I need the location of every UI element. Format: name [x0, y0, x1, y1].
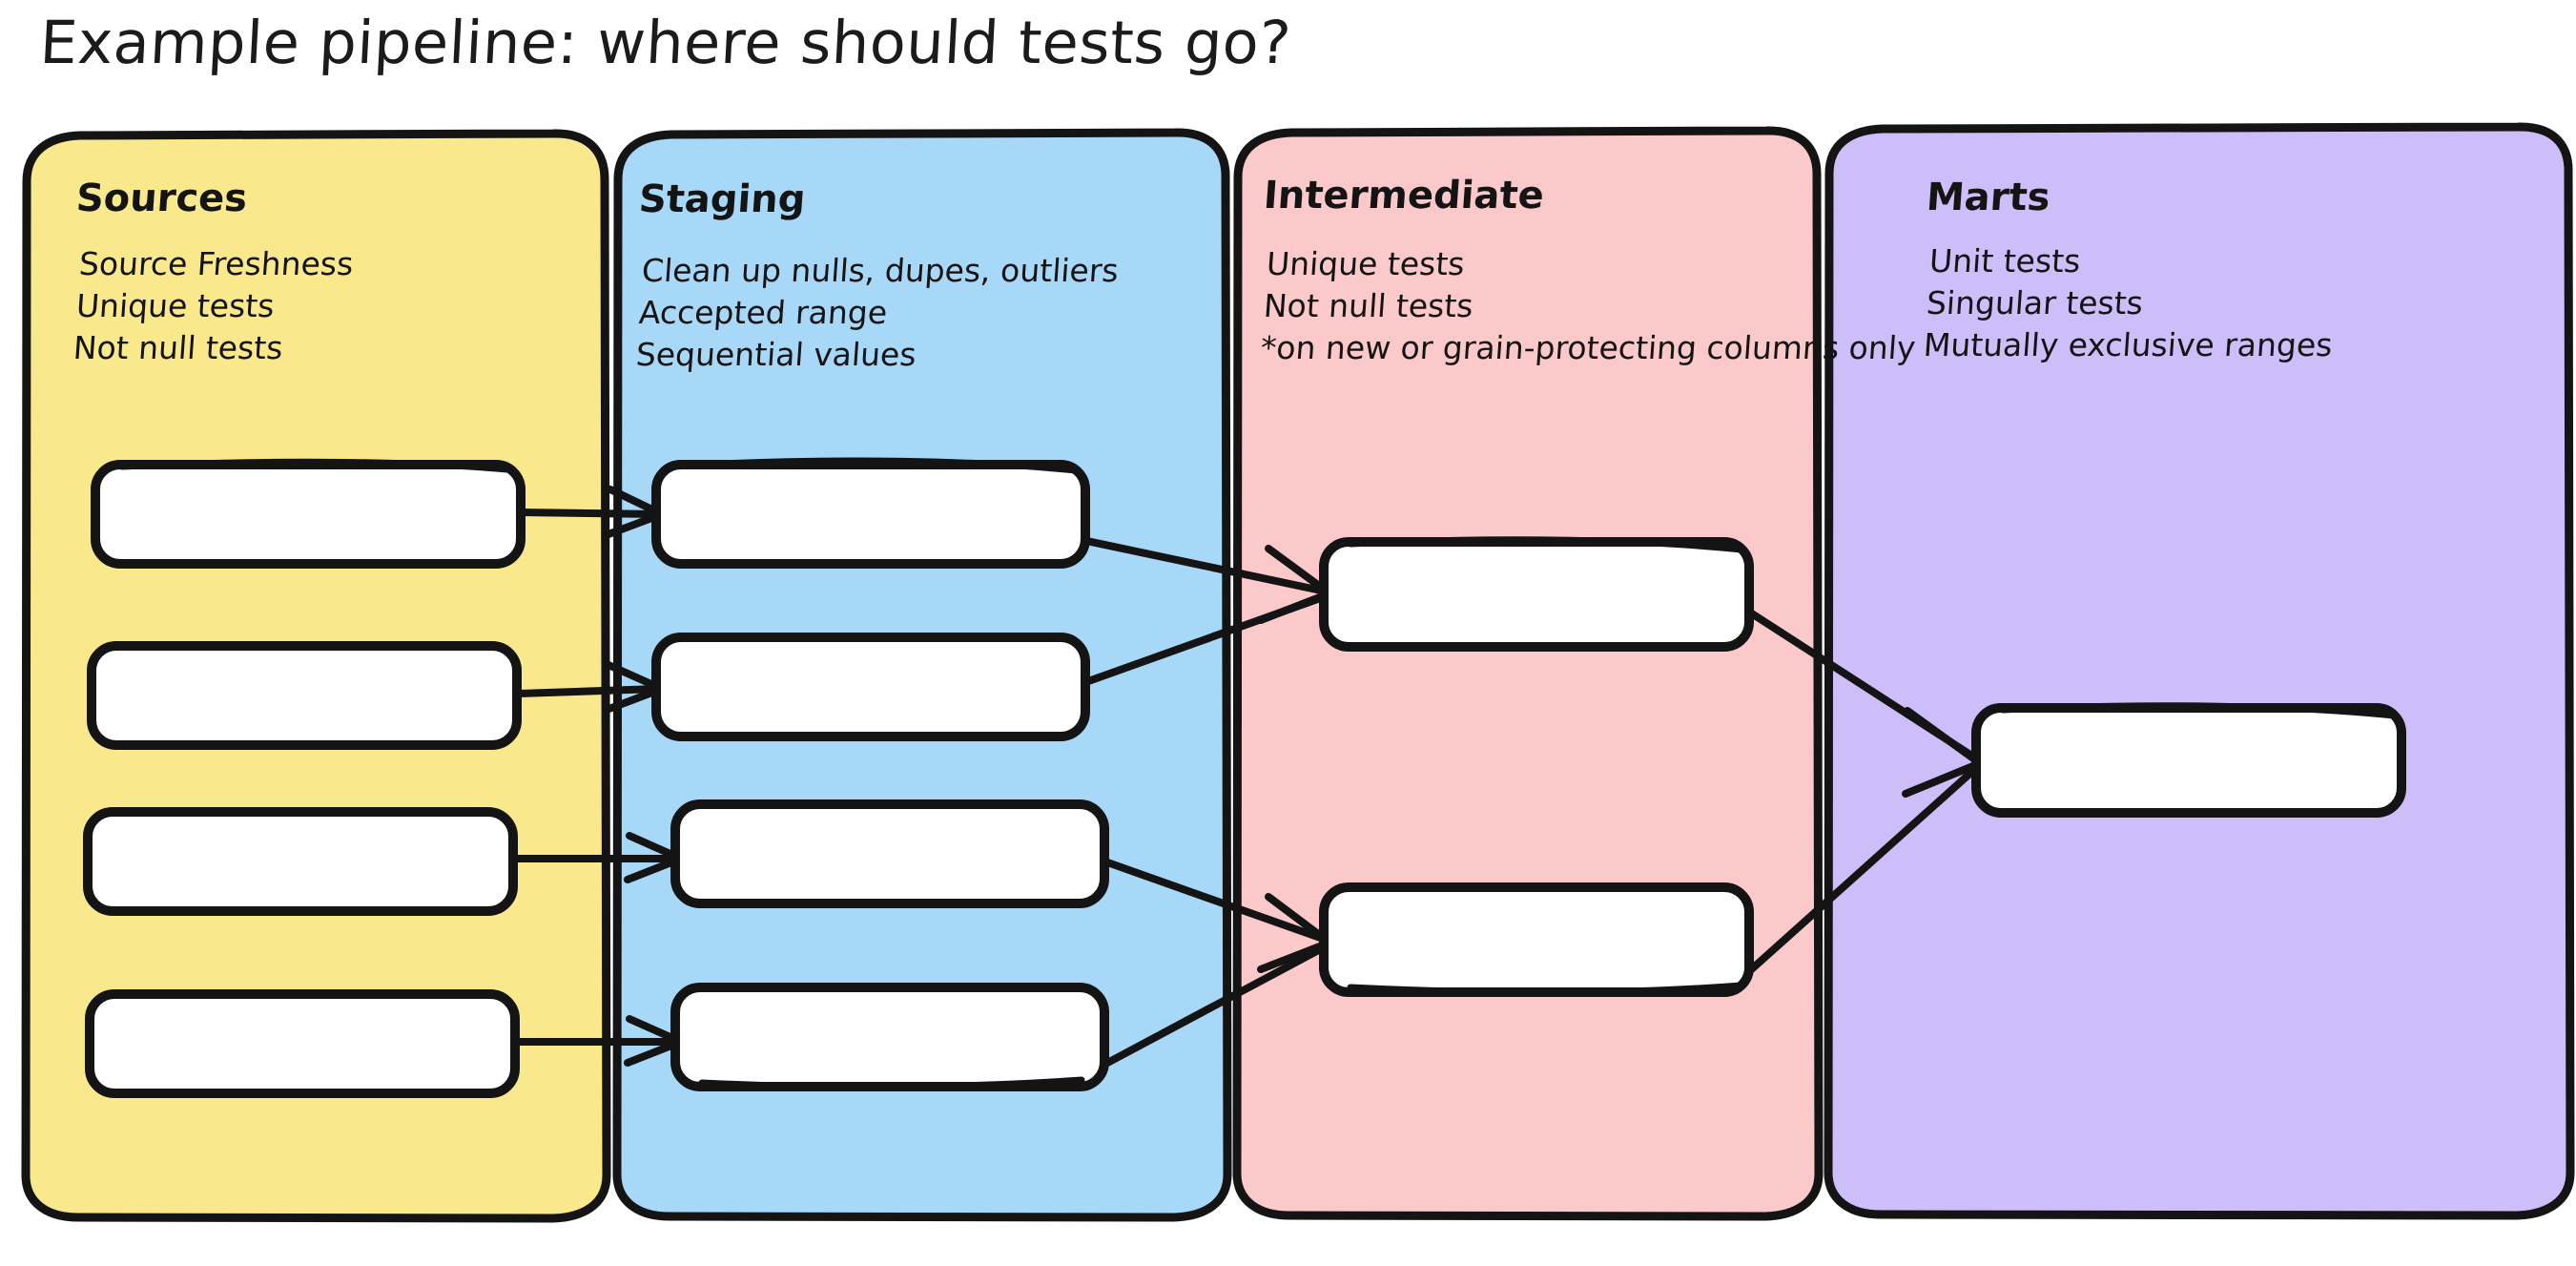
edge-stg4-int2 [1093, 943, 1329, 1072]
edge-arrowhead [1257, 893, 1333, 973]
lane-shape-marts [1824, 122, 2575, 1220]
edge-src2-stg2 [516, 685, 662, 697]
edge-src1-stg1 [516, 508, 662, 518]
edge-stg1-int1 [1074, 535, 1329, 595]
edge-int2-mart1 [1743, 764, 1980, 977]
edge-stg3-int2 [1093, 855, 1329, 944]
